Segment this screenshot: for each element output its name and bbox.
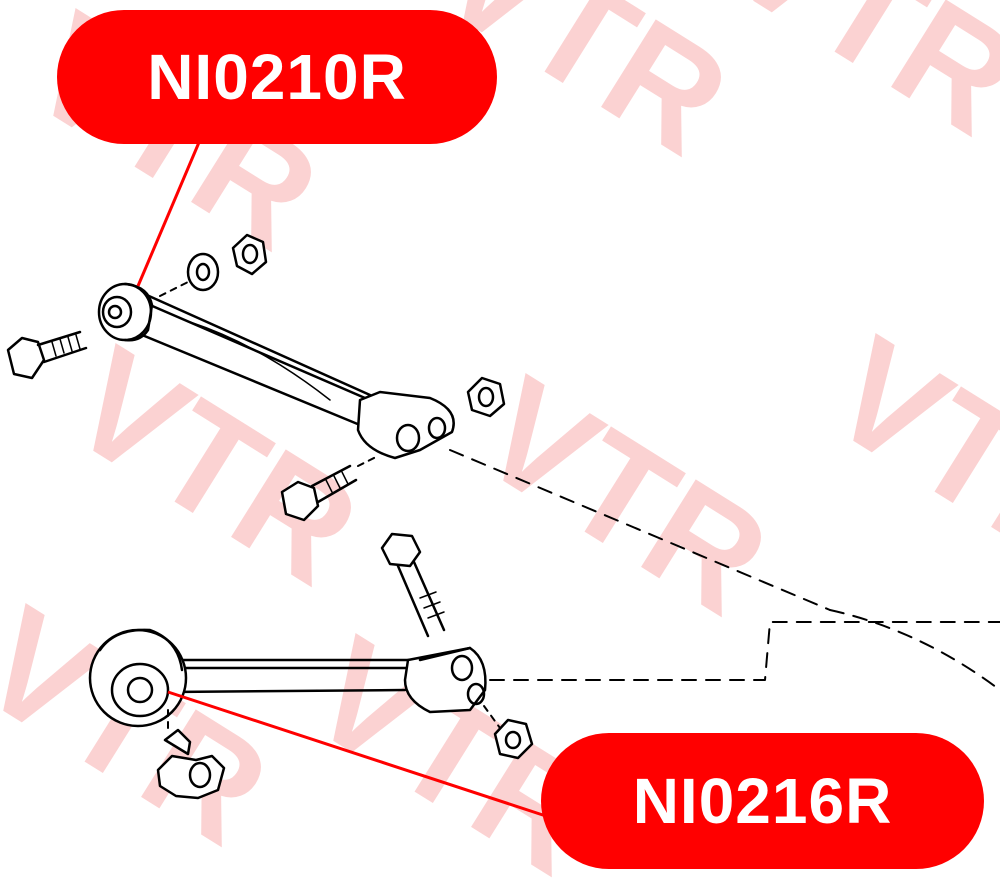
suspension-drawing: [6, 233, 1000, 800]
upper-bolt-guide: [357, 455, 379, 467]
callout-label-bottom: NI0216R: [541, 733, 984, 869]
callout-label-top: NI0210R: [57, 10, 497, 144]
lower-bushing: [88, 628, 188, 728]
watermark-text: VTR: [703, 0, 1000, 166]
upper-arm-rib: [189, 321, 331, 401]
upper-left-bolt: [6, 330, 88, 380]
watermark-text: VTR: [803, 305, 1000, 606]
callout-text-top: NI0210R: [147, 41, 407, 113]
lower-nut: [493, 718, 534, 760]
lower-vertical-bolt: [380, 532, 446, 638]
upper-bushing: [97, 282, 154, 342]
lower-nut-guide: [483, 705, 501, 729]
leader-line-top: [136, 139, 202, 287]
upper-outer-bracket: [356, 390, 455, 460]
upper-dashed-guide: [449, 449, 831, 611]
lower-arm: [168, 658, 412, 694]
upper-right-nut: [466, 376, 506, 418]
leader-lines: [136, 139, 553, 820]
watermark-text: VTR: [453, 345, 796, 646]
lower-left-bolt: [156, 709, 226, 800]
upper-nut: [231, 233, 268, 276]
watermark-text: VTR: [43, 315, 386, 616]
upper-lower-bolt: [280, 464, 358, 522]
upper-washer-guide: [159, 281, 189, 297]
lower-outer-bracket: [403, 646, 487, 714]
leader-line-bottom: [167, 690, 553, 820]
callout-text-bottom: NI0216R: [632, 765, 893, 837]
upper-washer: [186, 252, 220, 292]
lower-dashed-guide: [489, 621, 1000, 681]
